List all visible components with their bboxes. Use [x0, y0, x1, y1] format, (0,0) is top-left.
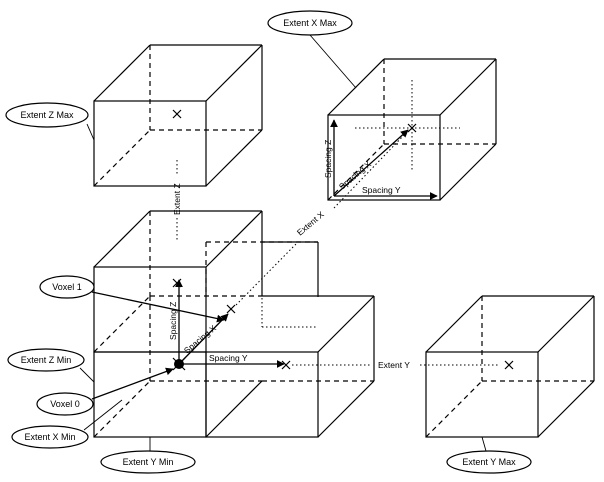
spacing-y-origin-label: Spacing Y: [209, 353, 248, 363]
extent-y-dimension: Extent Y: [292, 360, 500, 370]
spacing-x-origin-label: Spacing X: [182, 323, 218, 356]
voxel-center-marker: [172, 109, 182, 119]
callout-voxel-0: Voxel 0: [36, 367, 174, 416]
spacing-z-label: Spacing Z: [323, 140, 333, 178]
voxel-marker-z1: [172, 278, 182, 288]
callout-label: Voxel 0: [50, 399, 80, 409]
callout-label: Extent X Min: [24, 432, 75, 442]
callout-label: Voxel 1: [52, 282, 82, 292]
extent-x-label: Extent X: [295, 209, 326, 238]
cube-extent-z-max: [93, 44, 263, 187]
callout-extent-z-min: Extent Z Min: [7, 348, 95, 383]
spacing-y-label: Spacing Y: [362, 185, 401, 195]
voxel-marker-y1: [281, 360, 291, 370]
callout-label: Extent X Max: [283, 18, 337, 28]
callout-extent-y-min: Extent Y Min: [100, 437, 196, 474]
cube-stack-origin: Spacing Z Spacing X Spacing Y: [93, 210, 375, 438]
callout-extent-y-max: Extent Y Max: [446, 436, 532, 474]
extent-z-label: Extent Z: [172, 183, 182, 215]
extent-x-dimension: Extent X: [235, 133, 406, 306]
callout-label: Extent Y Max: [462, 457, 516, 467]
callout-voxel-1: Voxel 1: [39, 275, 225, 323]
voxel-marker-x1: [226, 304, 236, 314]
callout-extent-x-max: Extent X Max: [267, 10, 357, 89]
callout-extent-z-max: Extent Z Max: [5, 102, 95, 141]
spacing-z-origin-label: Spacing Z: [168, 302, 178, 340]
callout-label: Extent Z Min: [21, 355, 72, 365]
callout-label: Extent Y Min: [123, 457, 174, 467]
callout-extent-x-min: Extent X Min: [11, 399, 123, 449]
extent-z-dimension: Extent Z: [172, 160, 182, 240]
callout-label: Extent Z Max: [20, 110, 74, 120]
extent-y-label: Extent Y: [378, 360, 410, 370]
cube-extent-y-max: [425, 295, 595, 438]
voxel-center-marker: [504, 360, 514, 370]
voxel-center-marker: [407, 123, 417, 133]
